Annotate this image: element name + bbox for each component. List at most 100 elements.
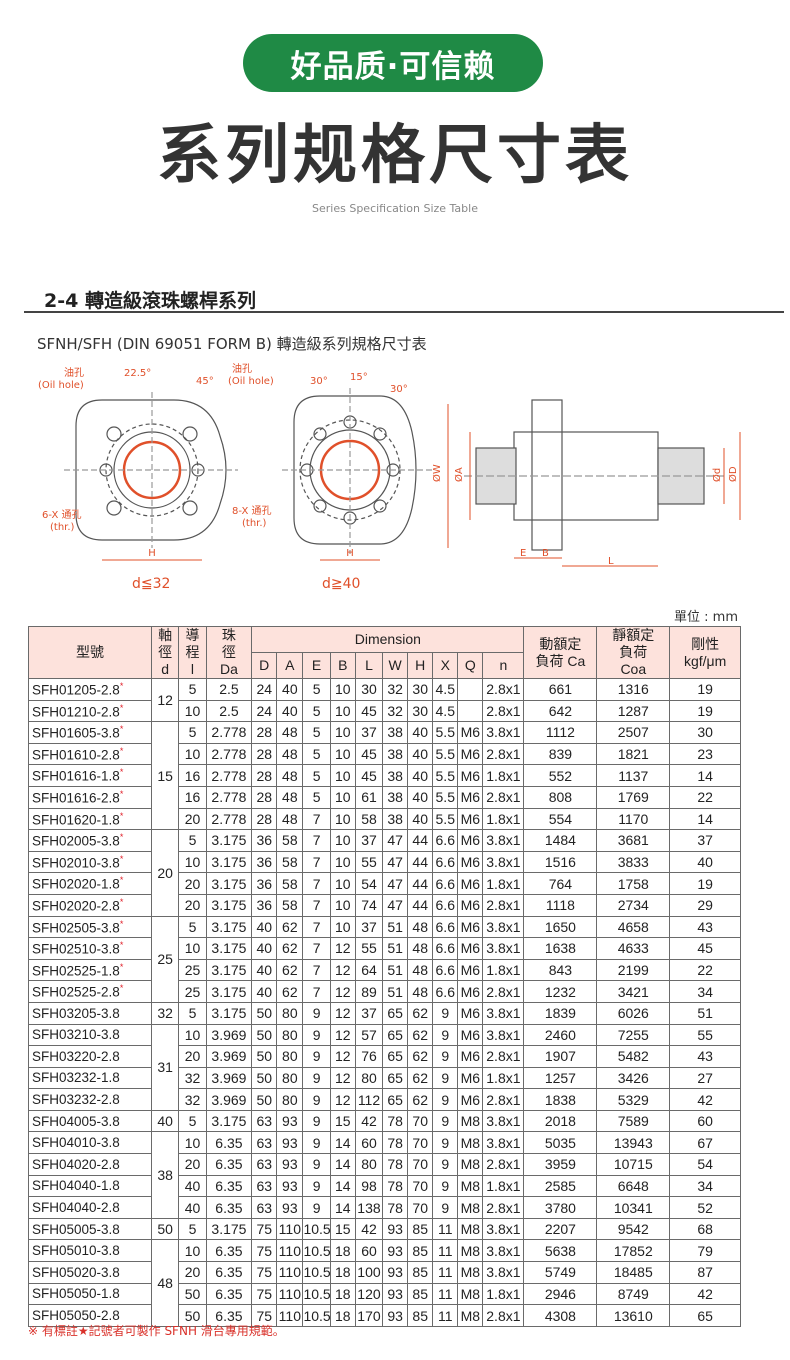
cell-a: 93 <box>276 1196 304 1219</box>
cell-q: M6 <box>457 1023 484 1047</box>
cell-coa: 7589 <box>596 1109 671 1133</box>
model-cell: SFH05020-3.8 <box>28 1261 152 1284</box>
cell-d: 36 <box>251 850 278 874</box>
right-oil-label: 油孔 <box>232 362 252 375</box>
cell-x: 5.5 <box>432 807 459 831</box>
model-cell: SFH02020-2.8* <box>28 893 152 917</box>
header-dimension: Dimension <box>251 626 525 653</box>
cell-l: 55 <box>354 850 384 874</box>
star-mark: * <box>119 983 124 994</box>
model-cell: SFH02525-2.8* <box>28 980 152 1003</box>
cell-l: 30 <box>354 678 384 701</box>
cell-q: M6 <box>457 1066 484 1090</box>
shaft-diameter-cell: 40 <box>150 1109 180 1133</box>
model-cell: SFH02005-3.8* <box>28 829 152 852</box>
cell-h: 62 <box>407 1001 434 1025</box>
cell-x: 9 <box>432 1001 459 1025</box>
shaft-diameter-cell: 50 <box>150 1217 180 1241</box>
cell-l: 98 <box>354 1174 384 1198</box>
cell-w: 78 <box>382 1196 409 1219</box>
cell-h: 48 <box>407 958 434 982</box>
cell-l: 60 <box>354 1131 384 1155</box>
cell-n: 1.8x1 <box>482 1066 525 1090</box>
cell-b: 10 <box>329 785 356 809</box>
cell-d: 75 <box>251 1282 278 1306</box>
cell-d: 40 <box>251 937 278 960</box>
cell-l: 25 <box>178 980 207 1003</box>
cell-l: 57 <box>354 1023 384 1047</box>
star-mark: * <box>119 767 124 778</box>
cell-k: 68 <box>669 1217 741 1241</box>
cell-q: M6 <box>457 937 484 960</box>
cell-k: 42 <box>669 1088 741 1111</box>
cell-e: 10.5 <box>302 1239 331 1263</box>
footnote: ※ 有標註★記號者可製作 SFNH 滑台專用規範。 <box>28 1324 285 1338</box>
cell-x: 9 <box>432 1174 459 1198</box>
cell-e: 10.5 <box>302 1217 331 1241</box>
cell-k: 67 <box>669 1131 741 1155</box>
cell-b: 15 <box>329 1217 356 1241</box>
cell-l: 138 <box>354 1196 384 1219</box>
cell-b: 10 <box>329 764 356 787</box>
cell-b: 18 <box>329 1304 356 1327</box>
cell-l: 60 <box>354 1239 384 1263</box>
cell-a: 48 <box>276 742 304 766</box>
cell-h: 40 <box>407 764 434 787</box>
cell-coa: 10715 <box>596 1153 671 1176</box>
cell-b: 12 <box>329 1001 356 1025</box>
cell-q: M8 <box>457 1109 484 1133</box>
cell-k: 34 <box>669 1174 741 1198</box>
cell-h: 85 <box>407 1304 434 1327</box>
header-dim: E <box>302 652 331 679</box>
cell-a: 80 <box>276 1088 304 1111</box>
cell-l: 37 <box>354 721 384 744</box>
cell-d: 36 <box>251 893 278 917</box>
cell-da: 6.35 <box>205 1239 253 1263</box>
cell-coa: 4633 <box>596 937 671 960</box>
cell-l: 10 <box>178 937 207 960</box>
cell-n: 2.8x1 <box>482 785 525 809</box>
cell-ca: 5638 <box>523 1239 598 1263</box>
right-oil-label-en: (Oil hole) <box>228 376 274 387</box>
cell-h: 62 <box>407 1088 434 1111</box>
cell-l: 20 <box>178 872 207 895</box>
cell-n: 1.8x1 <box>482 764 525 787</box>
cell-k: 42 <box>669 1282 741 1306</box>
cell-n: 3.8x1 <box>482 850 525 874</box>
cell-n: 3.8x1 <box>482 829 525 852</box>
cell-a: 110 <box>276 1217 304 1241</box>
cell-coa: 6648 <box>596 1174 671 1198</box>
cell-x: 6.6 <box>432 893 459 917</box>
cell-da: 3.175 <box>205 937 253 960</box>
cell-l: 10 <box>178 699 207 723</box>
model-cell: SFH05050-1.8 <box>28 1282 152 1306</box>
cell-q: M6 <box>457 742 484 766</box>
left-condition: d≦32 <box>132 576 170 592</box>
cell-n: 2.8x1 <box>482 678 525 701</box>
model-cell: SFH02020-1.8* <box>28 872 152 895</box>
cell-l: 37 <box>354 1001 384 1025</box>
cell-l: 25 <box>178 958 207 982</box>
model-cell: SFH05005-3.8 <box>28 1217 152 1241</box>
cell-ca: 2946 <box>523 1282 598 1306</box>
side-flange <box>531 399 563 551</box>
cell-l: 10 <box>178 1023 207 1047</box>
cell-d: 24 <box>251 678 278 701</box>
cell-ca: 2585 <box>523 1174 598 1198</box>
cell-q: M6 <box>457 915 484 939</box>
cell-d: 75 <box>251 1261 278 1284</box>
cell-k: 51 <box>669 1001 741 1025</box>
cell-q: M6 <box>457 785 484 809</box>
cell-l: 32 <box>178 1066 207 1090</box>
cell-da: 3.175 <box>205 1001 253 1025</box>
cell-ca: 1638 <box>523 937 598 960</box>
cell-e: 5 <box>302 785 331 809</box>
